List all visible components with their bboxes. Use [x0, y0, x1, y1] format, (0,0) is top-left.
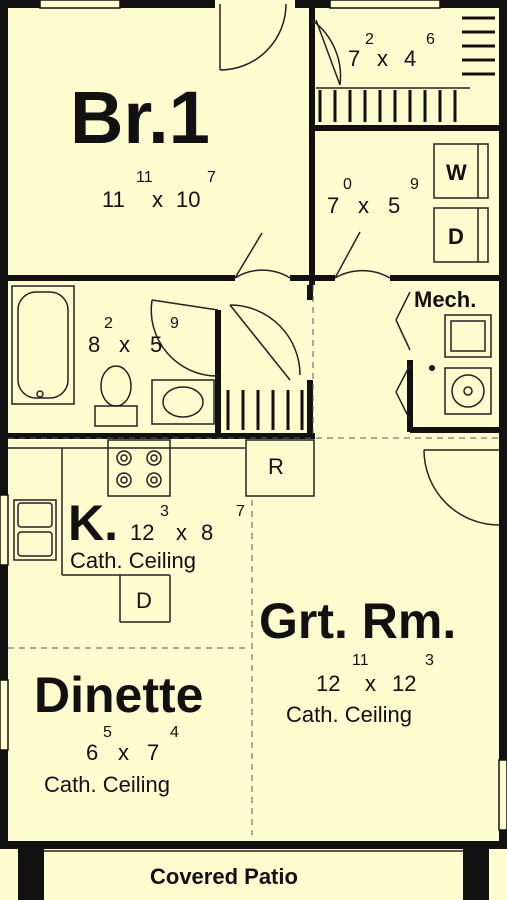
laundry-dim-a: 7 — [327, 193, 339, 218]
great-room-door — [423, 449, 500, 526]
great-room-dim-b: 12 — [392, 671, 416, 696]
range — [107, 439, 171, 497]
dinette-dim-x: x — [118, 740, 129, 765]
hall-closet-door — [229, 304, 301, 381]
dishwasher-label: D — [136, 588, 152, 613]
floor-drain — [429, 365, 435, 371]
mech-name: Mech. — [414, 287, 476, 312]
laundry-dim-x: x — [358, 193, 369, 218]
washer — [433, 143, 489, 199]
dinette-dim-a-sup: 5 — [103, 724, 112, 741]
dinette-dim-b: 7 — [147, 740, 159, 765]
dinette-name: Dinette — [34, 667, 203, 723]
closet-dim-a: 7 — [348, 46, 360, 71]
furnace — [444, 367, 492, 415]
bedroom-dim-b: 10 — [176, 187, 200, 212]
closet-dim-a-sup: 2 — [365, 31, 374, 48]
hall-closet-shelving — [226, 390, 304, 430]
water-heater — [444, 314, 492, 358]
toilet — [94, 365, 138, 427]
bedroom-dim-a-sup: 11 — [136, 169, 153, 186]
closet-dim-b: 4 — [404, 46, 416, 71]
dinette-ceiling: Cath. Ceiling — [44, 772, 170, 797]
great-room-dim-a: 12 — [316, 671, 340, 696]
bedroom-dim-a: 11 — [102, 187, 125, 212]
refrigerator-label: R — [268, 454, 284, 479]
patio — [18, 849, 489, 900]
dryer — [433, 207, 489, 263]
bath-dim-b: 5 — [150, 332, 162, 357]
dinette-dim-a: 6 — [86, 740, 98, 765]
top-windows — [39, 0, 441, 9]
washer-label: W — [446, 160, 467, 185]
great-room-name: Grt. Rm. — [259, 593, 456, 649]
great-room-dim-a-sup: 11 — [352, 652, 369, 669]
laundry-dim-a-sup: 0 — [343, 176, 352, 193]
bedroom-name: Br.1 — [70, 76, 210, 159]
bedroom-hall-door — [234, 232, 291, 279]
bedroom-entry-door — [219, 3, 287, 71]
bedroom-dim-x: x — [152, 187, 163, 212]
kitchen-dim-b-sup: 7 — [236, 503, 245, 520]
bath-dim-a-sup: 2 — [104, 315, 113, 332]
closet-door — [311, 19, 342, 86]
interior-walls — [4, 4, 503, 439]
laundry-door — [334, 231, 391, 279]
patio-name: Covered Patio — [150, 864, 298, 889]
dryer-label: D — [448, 224, 464, 249]
kitchen-ceiling: Cath. Ceiling — [70, 548, 196, 573]
bath-door — [150, 299, 219, 377]
great-room-dim-b-sup: 3 — [425, 652, 434, 669]
bath-sink — [151, 379, 215, 425]
laundry-dim-b-sup: 9 — [410, 176, 419, 193]
dinette-dim-b-sup: 4 — [170, 724, 179, 741]
bath-dim-x: x — [119, 332, 130, 357]
bathtub — [11, 285, 75, 405]
kitchen-dim-a-sup: 3 — [160, 503, 169, 520]
bath-dim-a: 8 — [88, 332, 100, 357]
side-windows — [0, 494, 507, 831]
great-room-dim-x: x — [365, 671, 376, 696]
bedroom-dim-b-sup: 7 — [207, 169, 216, 186]
closet-dim-x: x — [377, 46, 388, 71]
ceiling-lines — [8, 285, 499, 835]
kitchen-sink — [13, 499, 57, 561]
kitchen-counters — [8, 447, 245, 623]
refrigerator — [245, 439, 315, 497]
kitchen-dim-b: 8 — [201, 520, 213, 545]
kitchen-name: K. — [68, 495, 118, 551]
great-room-ceiling: Cath. Ceiling — [286, 702, 412, 727]
bath-dim-b-sup: 9 — [170, 315, 179, 332]
closet-shelving — [318, 16, 495, 122]
laundry-dim-b: 5 — [388, 193, 400, 218]
mech-bifold-doors — [395, 291, 411, 421]
kitchen-dim-a: 12 — [130, 520, 154, 545]
closet-dim-b-sup: 6 — [426, 31, 435, 48]
kitchen-dim-x: x — [176, 520, 187, 545]
